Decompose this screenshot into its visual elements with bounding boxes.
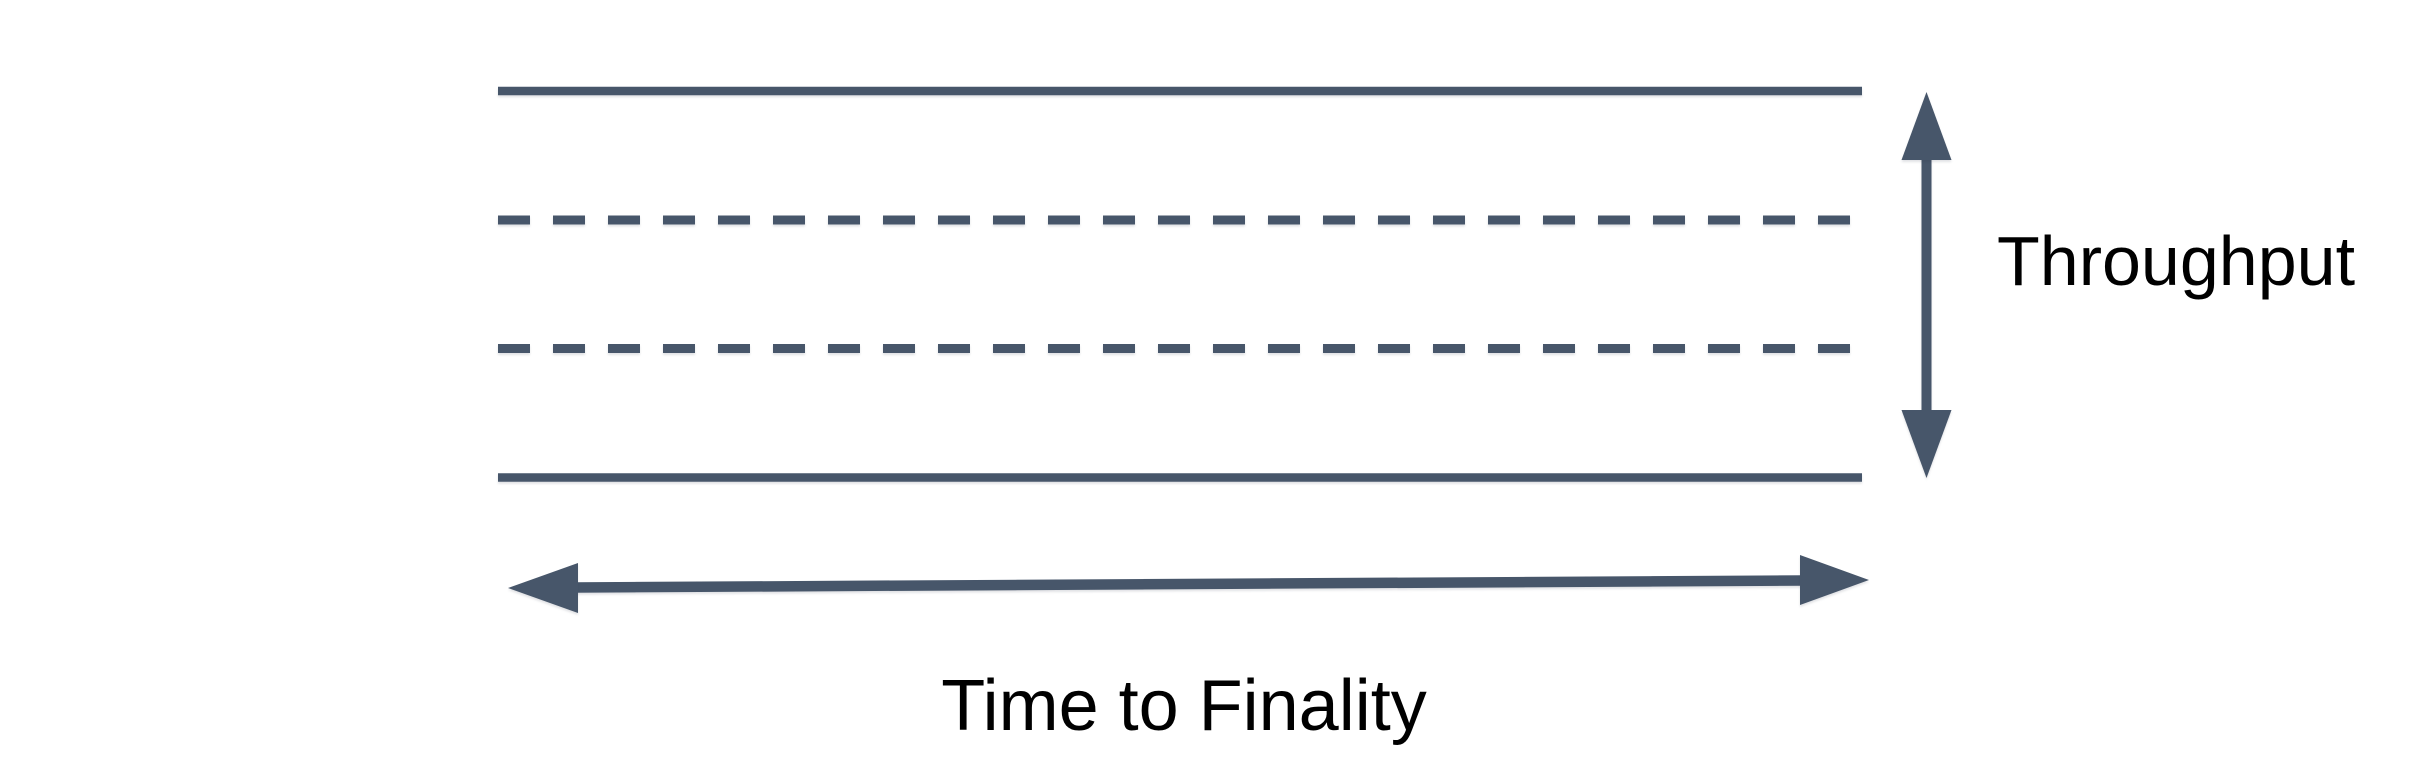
time-to-finality-arrow-shaft <box>573 575 1805 593</box>
throughput-arrow <box>1901 92 1952 478</box>
time-to-finality-arrow <box>508 555 1869 613</box>
throughput-arrow-down-head <box>1901 410 1952 478</box>
time-to-finality-label: Time to Finality <box>941 666 1426 746</box>
time-to-finality-arrow-left-head <box>508 563 578 613</box>
throughput-band <box>498 86 1862 482</box>
throughput-label: Throughput <box>1997 222 2355 300</box>
time-to-finality-arrow-right-head <box>1800 555 1869 605</box>
throughput-arrow-up-head <box>1901 92 1952 160</box>
